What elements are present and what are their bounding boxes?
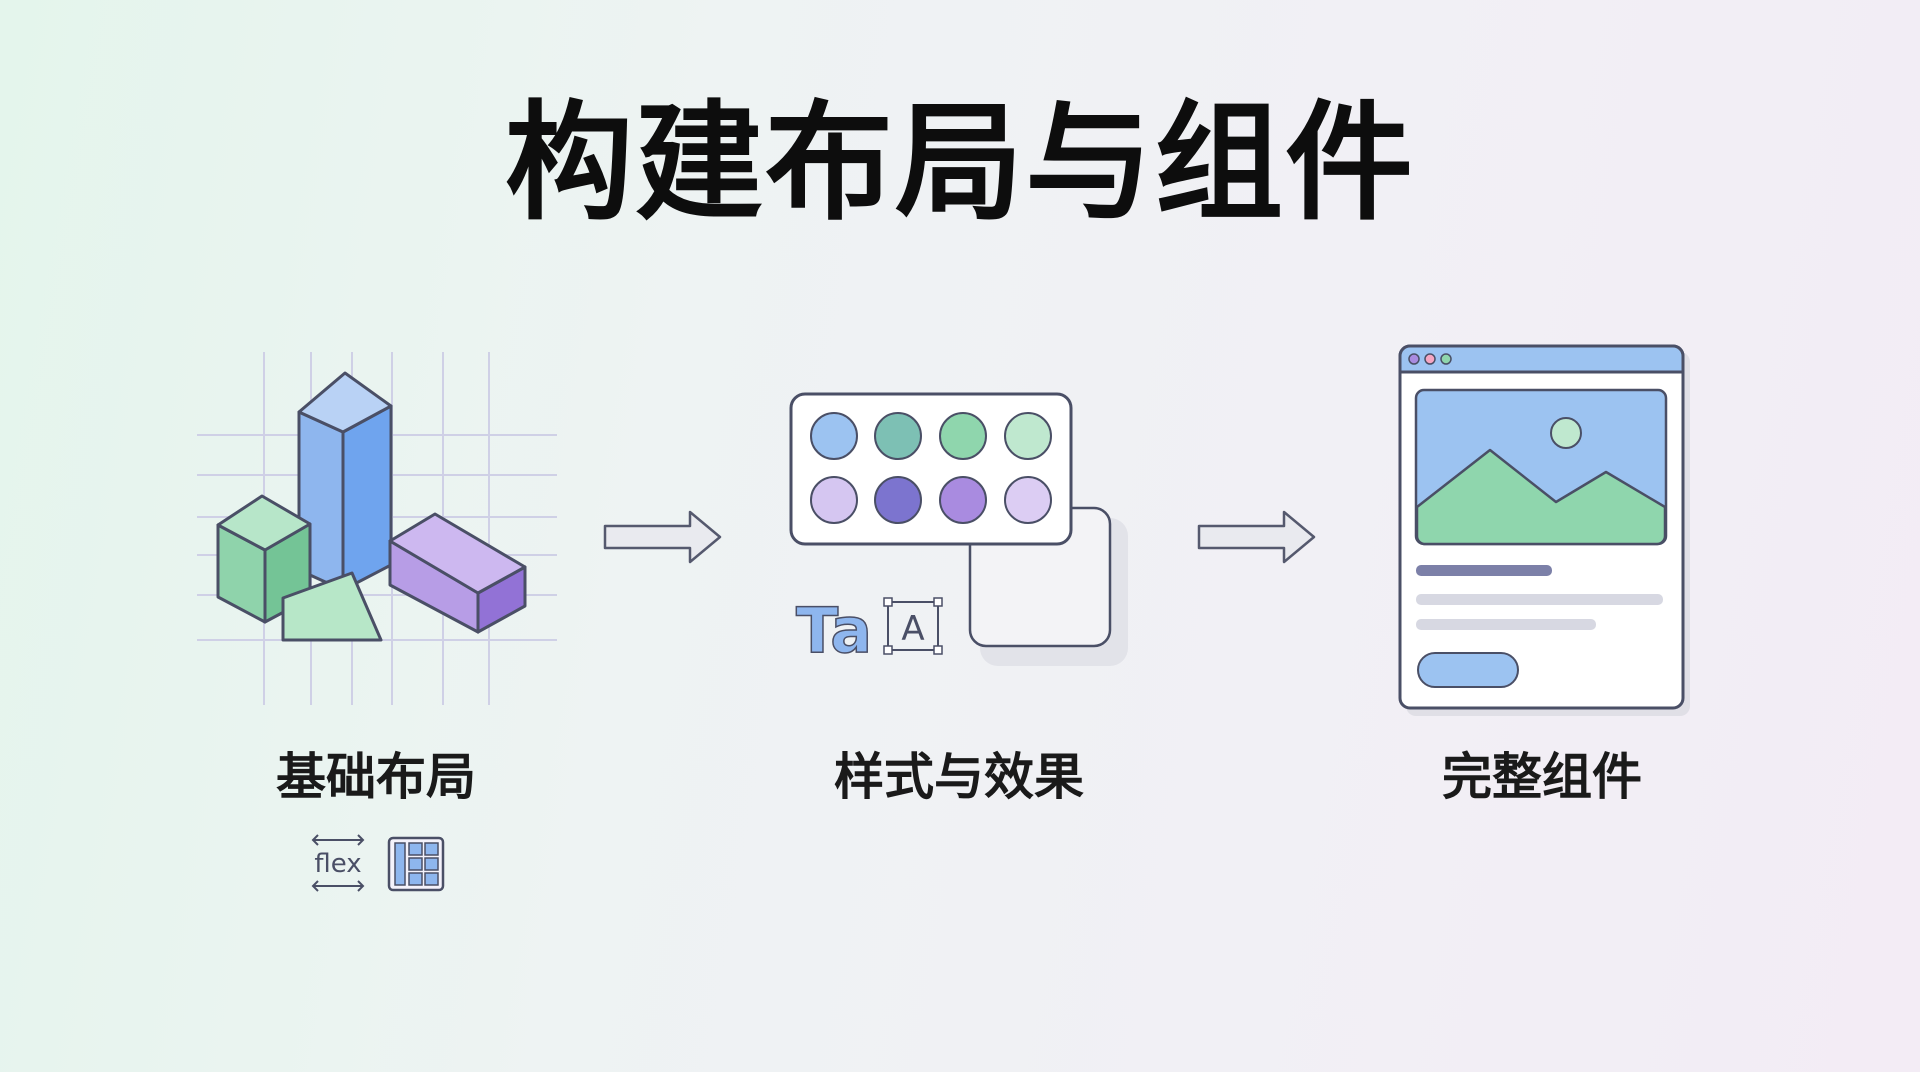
component-button[interactable] (1417, 652, 1519, 688)
flex-label: flex (314, 849, 361, 879)
arrow-right-icon (603, 510, 722, 564)
color-palette-icon (789, 392, 1073, 546)
stage-label-complete-component: 完整组件 (1442, 748, 1642, 806)
green-slab (281, 571, 383, 642)
blue-block (297, 371, 393, 592)
text-box-letter: A (901, 609, 924, 649)
grid-icon (387, 836, 445, 892)
text-box-icon (883, 597, 943, 655)
image-placeholder-icon (1414, 388, 1668, 546)
stage-label-styles-effects: 样式与效果 (834, 748, 1084, 806)
isometric-blocks-icon (197, 352, 557, 705)
typography-icon: Ta (796, 594, 872, 667)
stage-label-basic-layout: 基础布局 (276, 748, 476, 806)
arrow-right-icon (1197, 510, 1316, 564)
purple-brick (388, 512, 527, 634)
content-placeholder (1416, 565, 1663, 630)
card-shadow-icon (968, 506, 1128, 666)
flex-icon (311, 834, 365, 892)
page-title: 构建布局与组件 (504, 89, 1415, 238)
